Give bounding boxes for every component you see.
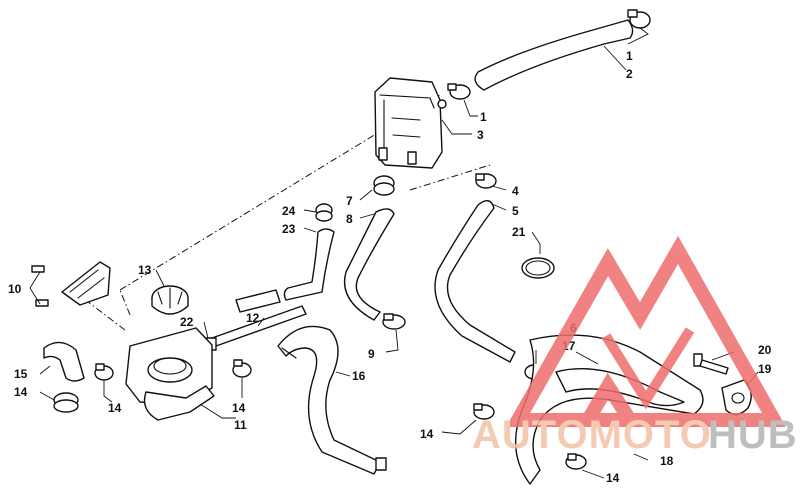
watermark-text-hub: HUB [708,413,798,457]
callout-11: 11 [234,418,247,432]
clamp-14-e [565,453,587,470]
callout-19: 19 [758,362,772,376]
callout-5: 5 [512,204,519,218]
callout-13: 13 [138,263,152,277]
callout-14-d: 14 [420,427,434,441]
callout-20: 20 [758,343,772,357]
ring-clamp-21 [521,257,555,279]
callout-10: 10 [8,282,22,296]
hose-clamp-tank [447,83,471,100]
hose-clamp-24 [315,203,333,222]
hose-8 [343,208,395,321]
clamp-9 [382,313,406,330]
alignment-line [119,94,441,316]
hose-clamp-7 [373,175,395,196]
callout-14-b: 14 [108,401,122,415]
overflow-hose [474,19,634,91]
elbow-15 [43,341,85,382]
callout-14-c: 14 [232,401,246,415]
callout-21: 21 [512,225,526,239]
callout-8: 8 [346,212,353,226]
callout-2: 2 [626,67,633,81]
callout-1-top: 1 [626,49,633,63]
watermark-logo-icon [505,235,786,427]
hose-clamp-4 [475,173,497,189]
callout-7: 7 [346,194,353,208]
hose-5 [434,200,516,363]
clamp-14-a [53,392,79,413]
hose-16 [277,325,381,475]
callout-16: 16 [352,369,366,383]
callout-1-tank: 1 [480,110,487,124]
callout-18: 18 [660,454,674,468]
leader-lines [29,27,759,479]
expansion-tank [374,77,447,169]
watermark-logo-inner-icon [601,327,695,410]
mounting-bracket [31,261,111,307]
hose-23 [283,228,335,301]
alignment-line-3 [74,291,126,331]
bolt-20 [693,353,729,375]
filler-cap [151,285,189,315]
clamp-14-d [473,403,495,420]
callout-14-a: 14 [14,385,28,399]
callout-22: 22 [180,315,194,329]
clamp-14-c [232,359,252,378]
coolant-reservoir [125,327,215,421]
callout-15: 15 [14,367,28,381]
callout-3: 3 [477,128,484,142]
callout-24: 24 [282,204,296,218]
callout-labels: 1 2 1 3 4 5 7 8 24 23 21 13 10 22 12 9 6… [8,49,772,485]
callout-9: 9 [368,347,375,361]
clamp-14-f [375,457,387,471]
hose-23-end [235,289,281,313]
callout-12: 12 [246,311,260,325]
callout-4: 4 [512,184,519,198]
automotohub-watermark: AUTOMOTO HUB [472,235,798,457]
callout-23: 23 [282,222,296,236]
watermark-text-automoto: AUTOMOTO [472,413,712,457]
callout-14-e: 14 [606,471,620,485]
clamp-14-b [94,363,114,381]
